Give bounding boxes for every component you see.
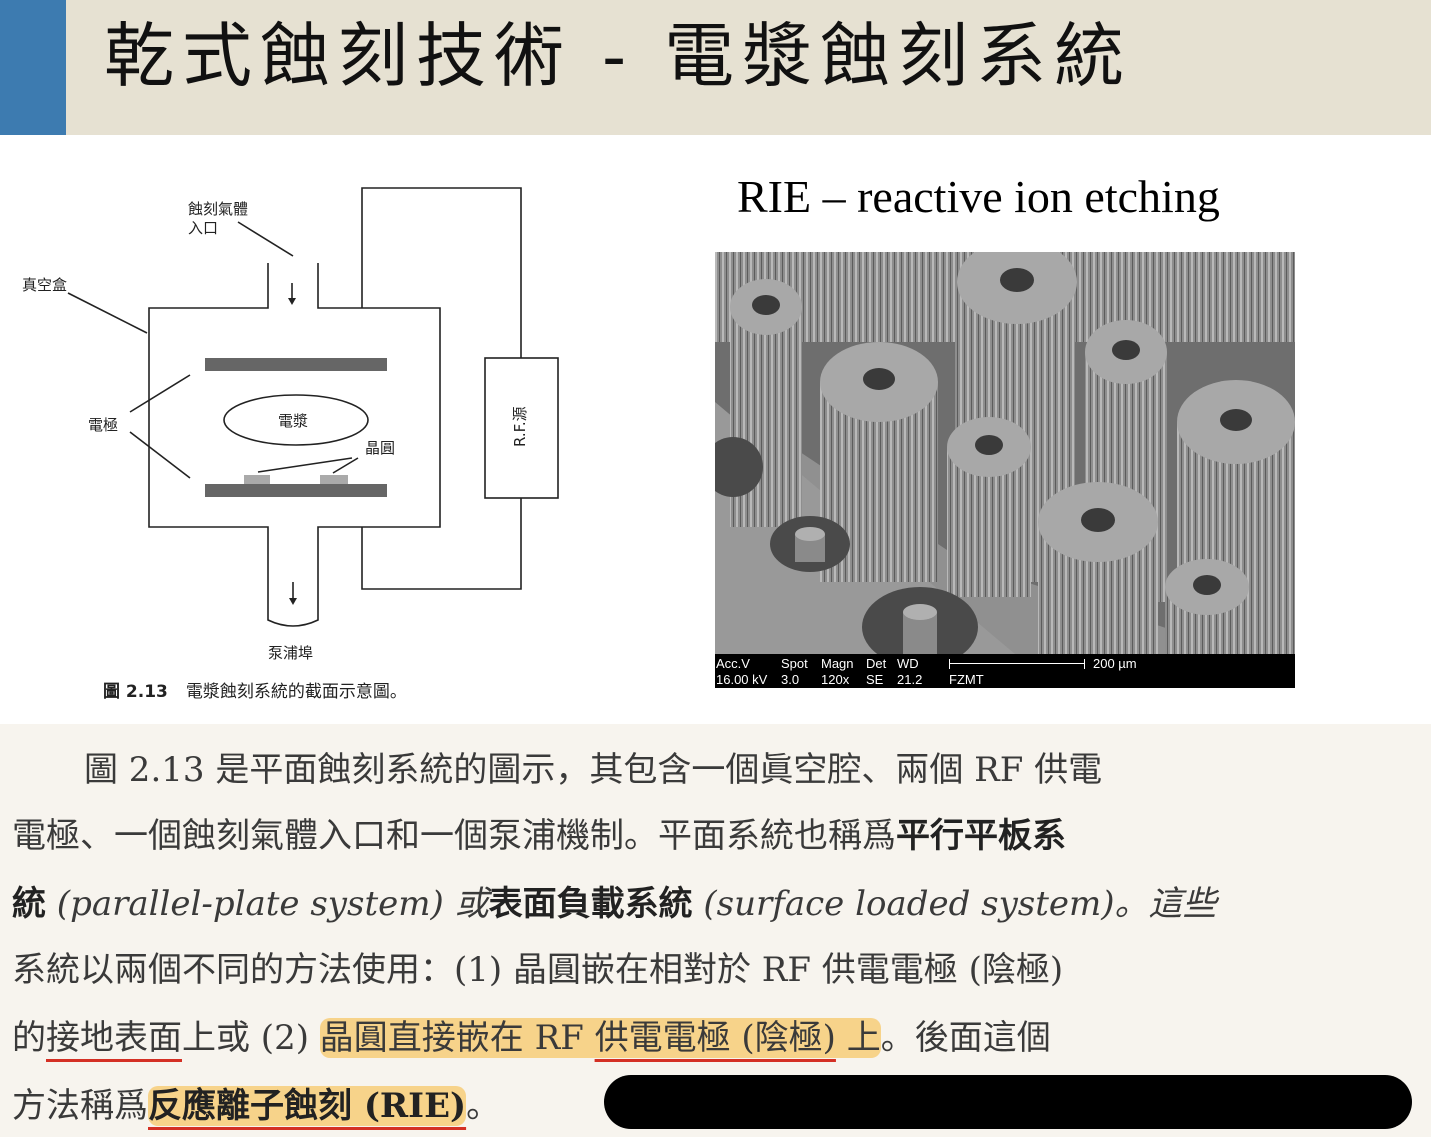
figure-caption: 圖 2.13 電漿蝕刻系統的截面示意圖。 xyxy=(103,677,407,702)
slide-title: 乾式蝕刻技術 - 電漿蝕刻系統 xyxy=(104,15,1133,97)
rf-circuit-wire-lower xyxy=(361,498,522,590)
rie-title: RIE – reactive ion etching xyxy=(737,171,1220,222)
sem-wd-label: WD xyxy=(897,656,919,671)
term-surface-loaded: 表面負載系統 xyxy=(488,884,693,924)
sem-image xyxy=(715,252,1295,667)
text-line-5: 的接地表面上或 (2) 晶圓直接嵌在 RF 供電電極 (陰極) 上。後面這個 xyxy=(12,1010,1051,1059)
textbook-excerpt xyxy=(0,724,1431,1137)
rf-circuit-wire xyxy=(361,187,522,358)
text-line-5d: 晶圓直接嵌在 RF xyxy=(319,1018,595,1058)
sem-scale-tick-left xyxy=(949,659,950,669)
redaction-bar xyxy=(604,1075,1412,1129)
sem-micrograph: Acc.V 16.00 kV Spot 3.0 Magn 120x Det SE… xyxy=(715,252,1295,688)
vacuum-box-label: 真空盒 xyxy=(22,276,67,294)
top-electrode xyxy=(205,358,387,371)
rf-source-label: R.F.源 xyxy=(511,406,529,447)
wafer-label: 晶圓 xyxy=(365,439,395,457)
text-line-6a: 方法稱爲 xyxy=(12,1086,148,1126)
text-line-6c: 。 xyxy=(466,1086,501,1126)
sem-spot-label: Spot xyxy=(781,656,808,671)
text-line-2a: 電極、一個蝕刻氣體入口和一個泵浦機制。平面系統也稱爲 xyxy=(12,816,896,856)
text-line-4-content: 系統以兩個不同的方法使用：(1) 晶圓嵌在相對於 RF 供電電極 (陰極) xyxy=(12,950,1064,990)
sem-magn-value: 120x xyxy=(821,672,850,687)
sem-spot-value: 3.0 xyxy=(781,672,800,687)
text-line-3: 統 (parallel-plate system) 或表面負載系統 (surfa… xyxy=(12,876,1217,925)
sem-det-value: SE xyxy=(866,672,884,687)
term-parallel-plate: 平行平板系 xyxy=(896,816,1066,856)
text-line-3b: (parallel-plate system) 或 xyxy=(46,884,489,924)
term-parallel-plate-end: 統 xyxy=(12,884,46,924)
sem-scale-tick-right xyxy=(1084,659,1085,669)
sem-lab-label: FZMT xyxy=(949,672,984,687)
sem-wd-value: 21.2 xyxy=(897,672,923,687)
gas-inlet-label-2: 入口 xyxy=(188,219,218,237)
sem-info-bar: Acc.V 16.00 kV Spot 3.0 Magn 120x Det SE… xyxy=(715,654,1295,688)
text-line-5f: 上 xyxy=(835,1018,881,1058)
header-accent-bar xyxy=(0,0,66,135)
sem-scale-bar xyxy=(949,663,1085,664)
gas-inlet-label: 蝕刻氣體 xyxy=(188,200,248,218)
text-line-5c: 上或 (2) xyxy=(182,1018,320,1058)
text-line-1-content: 圖 2.13 是平面蝕刻系統的圖示，其包含一個眞空腔、兩個 RF 供電 xyxy=(84,750,1103,790)
underlined-powered-electrode: 供電電極 (陰極) xyxy=(594,1018,836,1058)
wafer-right xyxy=(320,475,348,484)
bottom-electrode xyxy=(205,484,387,497)
text-line-2: 電極、一個蝕刻氣體入口和一個泵浦機制。平面系統也稱爲平行平板系 xyxy=(12,808,1066,857)
sem-magn-label: Magn xyxy=(821,656,854,671)
sem-det-label: Det xyxy=(866,656,887,671)
plasma-etch-diagram: 蝕刻氣體 入口 真空盒 電極 電漿 晶圓 R.F.源 泵浦埠 xyxy=(22,187,559,662)
text-line-5g: 。後面這個 xyxy=(880,1018,1051,1058)
text-line-3d: (surface loaded system)。這些 xyxy=(692,884,1217,924)
underlined-grounded-surface: 接地表面 xyxy=(46,1018,182,1058)
slide-header: 乾式蝕刻技術 - 電漿蝕刻系統 xyxy=(0,0,1431,135)
figure-number: 圖 2.13 xyxy=(103,682,168,702)
vacuum-chamber-outline xyxy=(148,263,441,627)
rf-source-box xyxy=(484,357,559,499)
pump-port-label: 泵浦埠 xyxy=(268,644,313,662)
plasma-label: 電漿 xyxy=(278,412,308,430)
plasma-ellipse xyxy=(223,394,369,446)
highlight-wafer-on-electrode: 晶圓直接嵌在 RF 供電電極 (陰極) 上 xyxy=(319,1018,881,1058)
figure-caption-text: 電漿蝕刻系統的截面示意圖。 xyxy=(185,682,407,702)
text-line-4: 系統以兩個不同的方法使用：(1) 晶圓嵌在相對於 RF 供電電極 (陰極) xyxy=(12,942,1063,991)
highlight-rie-term: 反應離子蝕刻 (RIE) xyxy=(148,1086,467,1126)
sem-scale-label: 200 µm xyxy=(1093,656,1137,671)
text-line-1: 圖 2.13 是平面蝕刻系統的圖示，其包含一個眞空腔、兩個 RF 供電 xyxy=(84,742,1102,791)
electrode-label: 電極 xyxy=(88,416,118,434)
text-line-5a: 的 xyxy=(12,1018,46,1058)
sem-acc-value: 16.00 kV xyxy=(716,672,768,687)
text-line-6: 方法稱爲反應離子蝕刻 (RIE)。 xyxy=(12,1078,500,1127)
wafer-left xyxy=(244,475,270,484)
sem-acc-label: Acc.V xyxy=(716,656,750,671)
